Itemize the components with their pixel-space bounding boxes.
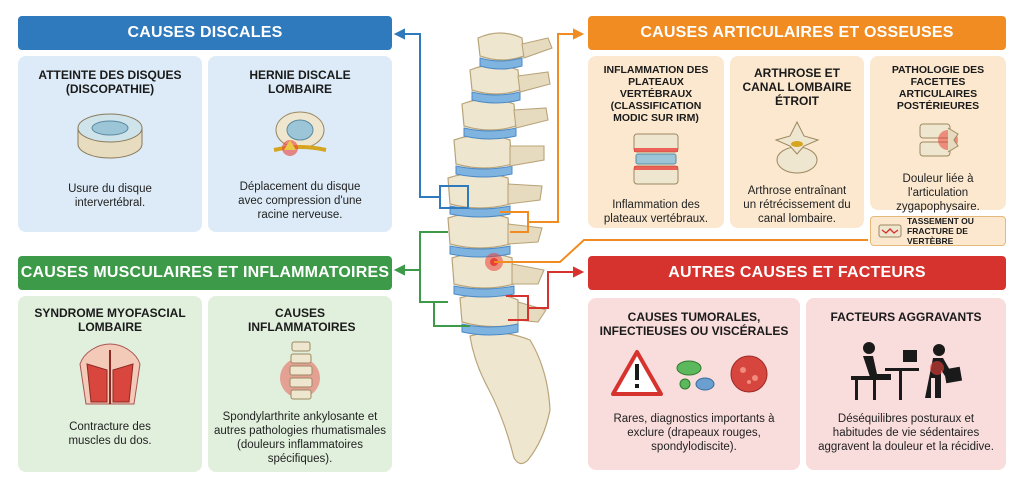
section-header-other: AUTRES CAUSES ET FACTEURS xyxy=(588,256,1006,290)
card-description: Contracture des muscles du dos. xyxy=(68,421,152,447)
card-discopathy: ATTEINTE DES DISQUES (DISCOPATHIE) Usure… xyxy=(18,56,202,232)
card-description: Inflammation des plateaux vertébraux. xyxy=(603,199,709,225)
card-title: PATHOLOGIE DES FACETTES ARTICULAIRES POS… xyxy=(891,64,985,112)
card-facet-joint: PATHOLOGIE DES FACETTES ARTICULAIRES POS… xyxy=(870,56,1006,213)
worn-disc-icon xyxy=(77,113,143,159)
green-connector xyxy=(393,231,470,327)
card-description: Arthrose entraînant un rétrécissement du… xyxy=(743,185,851,225)
card-description: Déséquilibres posturaux et habitudes de … xyxy=(818,413,994,453)
card-title: HERNIE DISCALE LOMBAIRE xyxy=(249,68,351,96)
card-description: Usure du disque intervertébral. xyxy=(68,183,152,209)
card-description: Rares, diagnostics importants à exclure … xyxy=(613,413,775,453)
narrow-canal-icon xyxy=(774,120,820,174)
card-title: CAUSES TUMORALES, INFECTIEUSES OU VISCÉR… xyxy=(599,310,789,338)
card-title: CAUSES INFLAMMATOIRES xyxy=(248,306,356,334)
card-title: FACTEURS AGGRAVANTS xyxy=(830,310,982,324)
card-title: SYNDROME MYOFASCIAL LOMBAIRE xyxy=(34,306,186,334)
orange-connector xyxy=(494,28,868,263)
endplate-icon xyxy=(633,133,679,185)
card-aggravating-factors: FACTEURS AGGRAVANTS Déséquilibres postur… xyxy=(806,298,1006,470)
card-narrow-canal: ARTHROSE ET CANAL LOMBAIRE ÉTROIT Arthro… xyxy=(730,56,864,228)
card-herniated-disc: HERNIE DISCALE LOMBAIRE Déplacement du d… xyxy=(208,56,392,232)
section-header-articular: CAUSES ARTICULAIRES ET OSSEUSES xyxy=(588,16,1006,50)
card-tumoral-infectious: CAUSES TUMORALES, INFECTIEUSES OU VISCÉR… xyxy=(588,298,800,470)
facet-joint-icon xyxy=(919,123,959,157)
red-connector xyxy=(506,266,585,321)
fractured-vertebra-icon xyxy=(878,224,902,238)
card-description: Déplacement du disque avec compression d… xyxy=(238,181,362,221)
card-vertebral-fracture: TASSEMENT OU FRACTURE DE VERTÈBRE xyxy=(870,216,1006,246)
card-myofascial: SYNDROME MYOFASCIAL LOMBAIRE Contracture… xyxy=(18,296,202,472)
section-header-muscular: CAUSES MUSCULAIRES ET INFLAMMATOIRES xyxy=(18,256,392,290)
warning-germs-icon xyxy=(611,350,768,396)
lumbar-spine-illustration xyxy=(447,32,553,465)
inflamed-spine-icon xyxy=(280,341,320,400)
section-header-discal: CAUSES DISCALES xyxy=(18,16,392,50)
back-muscles-icon xyxy=(79,343,141,405)
card-title: ARTHROSE ET CANAL LOMBAIRE ÉTROIT xyxy=(742,66,852,108)
card-title: INFLAMMATION DES PLATEAUX VERTÉBRAUX (CL… xyxy=(603,64,709,124)
card-inflammatory: CAUSES INFLAMMATOIRES Spondylarthrite an… xyxy=(208,296,392,472)
card-description: Douleur liée à l'articulation zygapophys… xyxy=(896,173,980,213)
sedentary-posture-icon xyxy=(851,342,963,400)
card-title: ATTEINTE DES DISQUES (DISCOPATHIE) xyxy=(38,68,182,96)
herniated-disc-icon xyxy=(273,111,327,156)
blue-connector xyxy=(393,28,469,209)
note-text: TASSEMENT OU FRACTURE DE VERTÈBRE xyxy=(907,216,974,246)
card-description: Spondylarthrite ankylosante et autres pa… xyxy=(214,411,386,465)
card-modic: INFLAMMATION DES PLATEAUX VERTÉBRAUX (CL… xyxy=(588,56,724,228)
